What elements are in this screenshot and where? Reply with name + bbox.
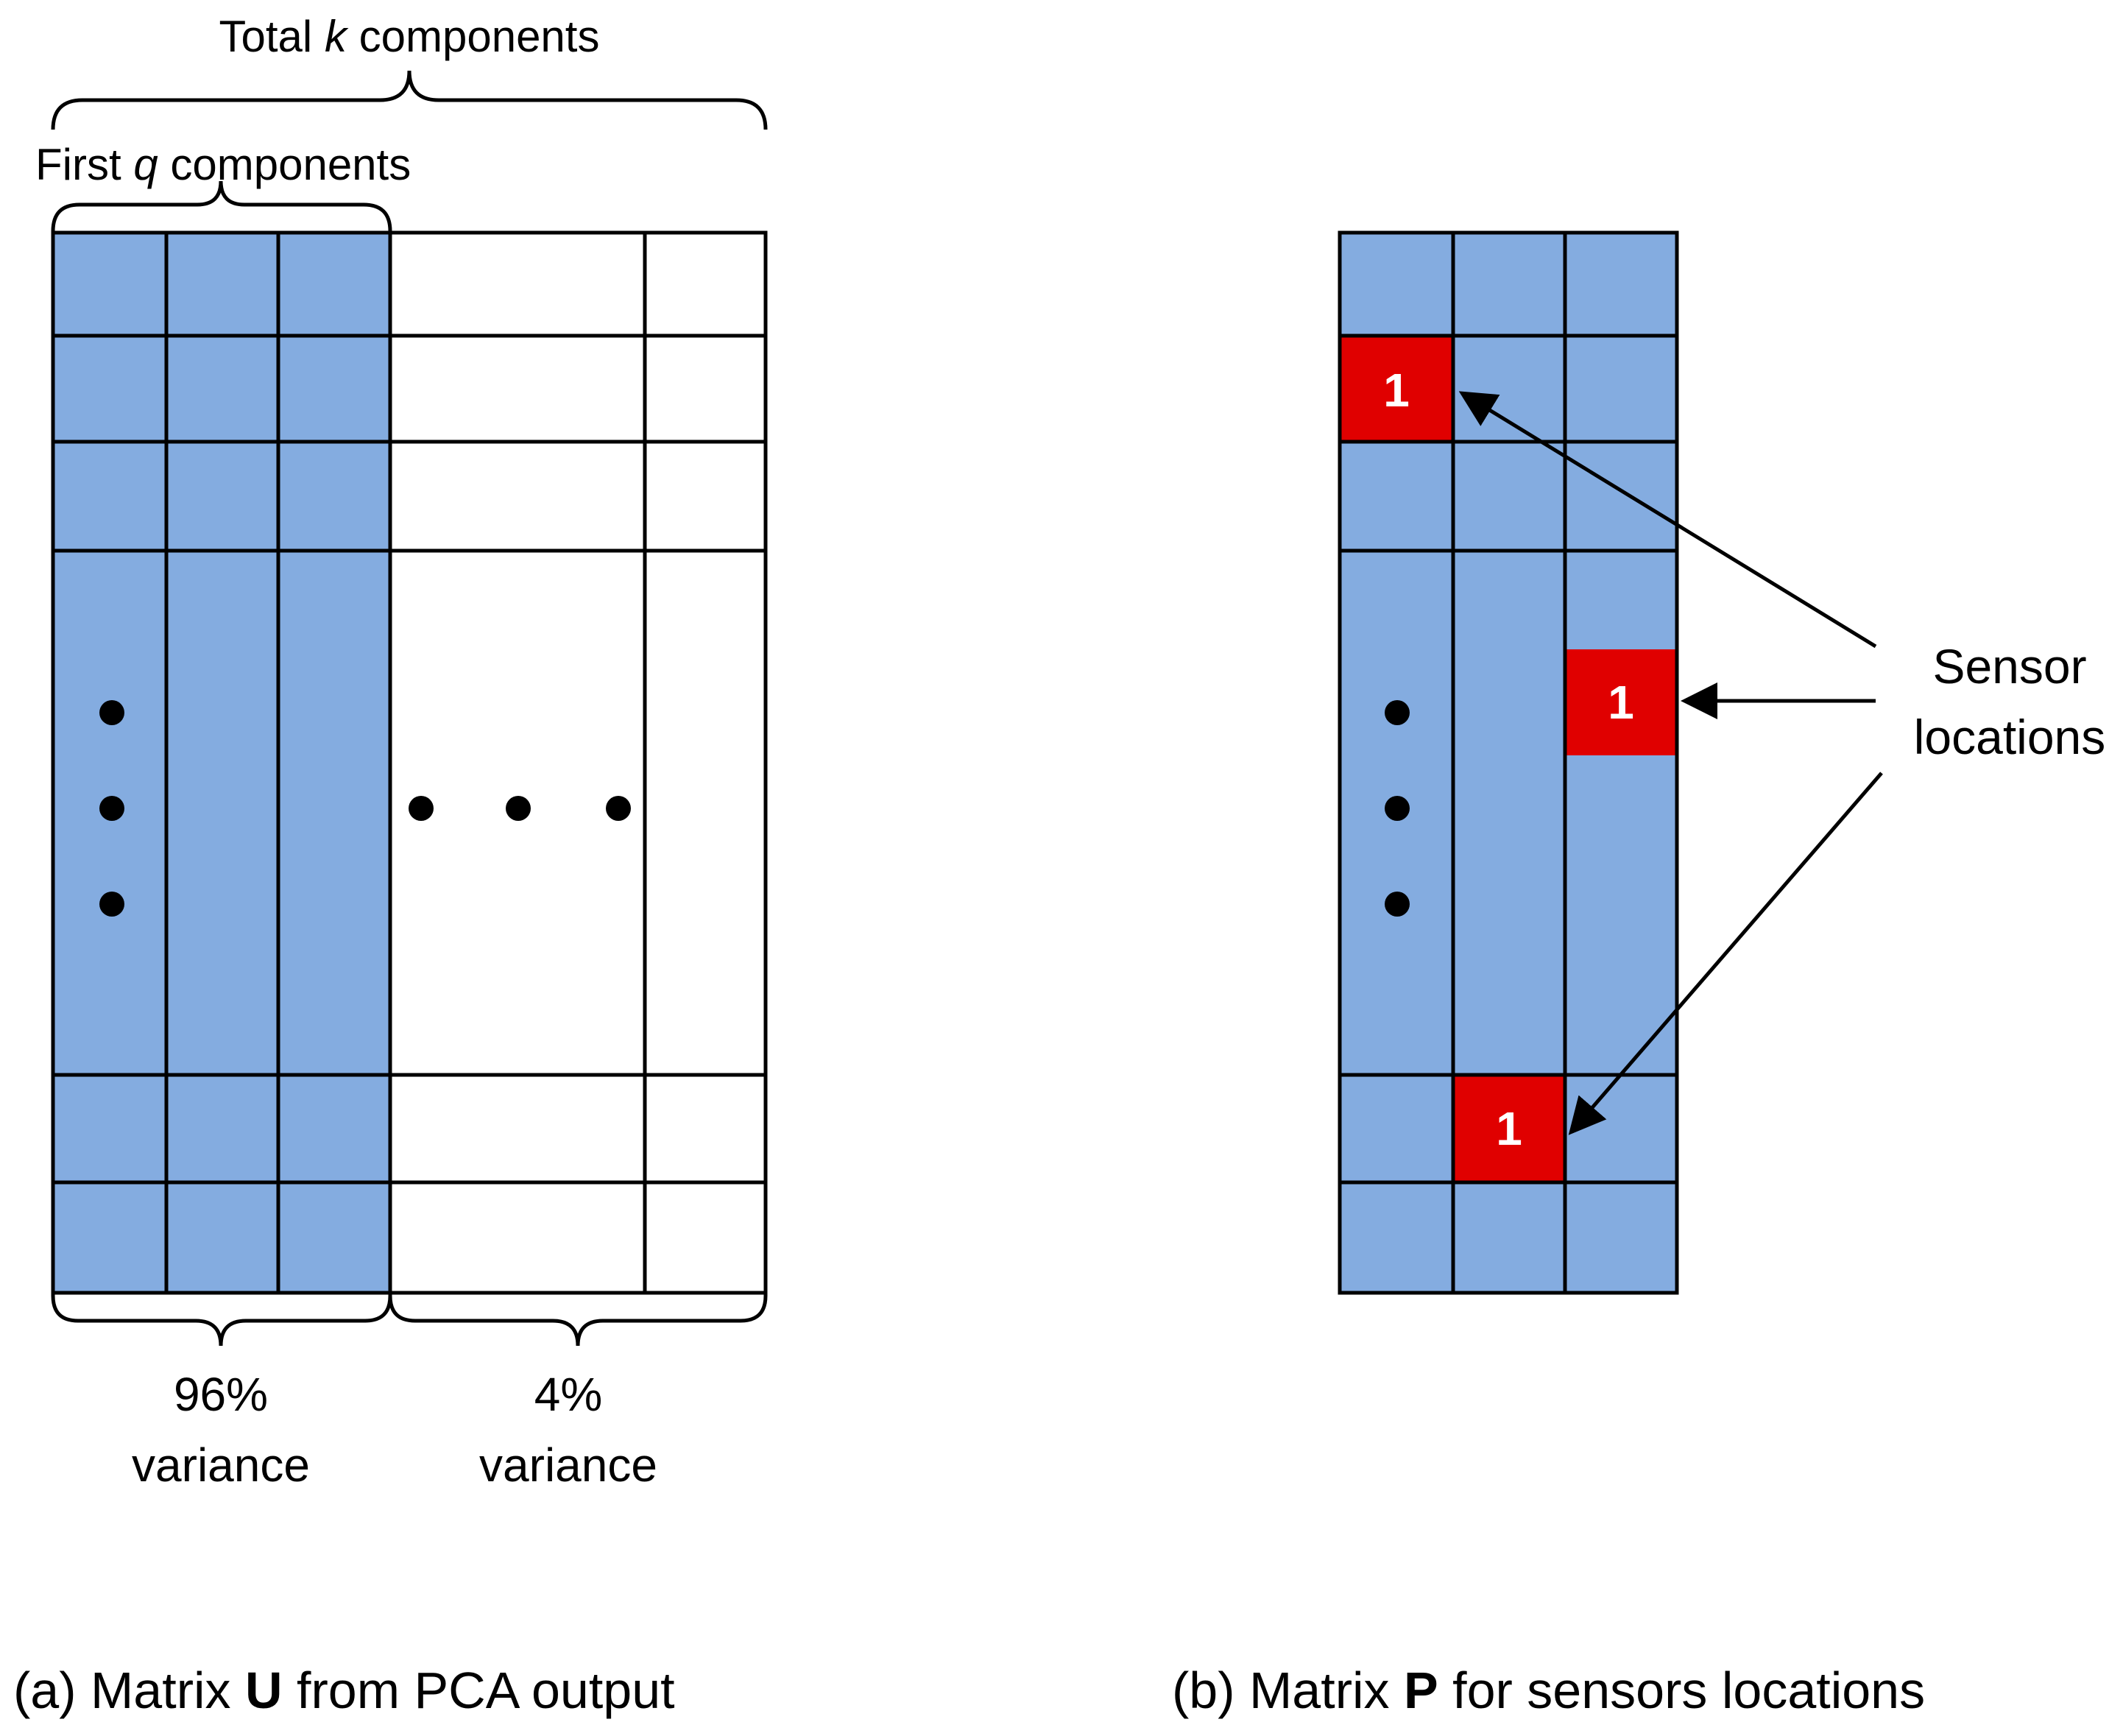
- retained-variance-percent: 96%: [174, 1368, 268, 1421]
- sensor-locations-line2: locations: [1914, 710, 2106, 764]
- sensor-cell-2: [1565, 649, 1677, 755]
- arrow-to-sensor-1: [1458, 391, 1877, 649]
- vertical-ellipsis-p: [1385, 700, 1410, 917]
- first-components-brace: [51, 180, 392, 233]
- retained-variance-brace: [51, 1293, 392, 1347]
- sensor-cell-1: [1340, 336, 1453, 442]
- retained-variance-word: variance: [132, 1439, 310, 1492]
- sensor-locations-line1: Sensor: [1932, 639, 2086, 694]
- sensor-value-3: 1: [1496, 1102, 1522, 1155]
- panel-b-matrix-p: 1 1 1: [1338, 230, 1679, 1295]
- matrix-p-column-lines: [1451, 233, 1567, 1293]
- matrix-u-border: [51, 230, 768, 1295]
- sensor-value-2: 1: [1608, 676, 1634, 729]
- panel-a-matrix-u: [51, 230, 768, 1295]
- discarded-variance-percent: 4%: [534, 1368, 603, 1421]
- discarded-variance-word: variance: [479, 1439, 657, 1492]
- arrow-to-sensor-3: [1568, 772, 1883, 1135]
- sensor-arrows: [1458, 391, 1883, 1135]
- sensor-cell-3: [1453, 1075, 1565, 1182]
- discarded-variance-brace: [388, 1293, 768, 1347]
- sensor-value-1: 1: [1383, 364, 1410, 417]
- total-components-brace: [51, 70, 768, 130]
- total-components-label: Total k components: [219, 12, 600, 61]
- matrix-p-border: [1338, 230, 1679, 1295]
- retained-components-fill: [53, 233, 390, 1293]
- matrix-p-row-lines: [1340, 334, 1677, 1185]
- matrix-u-row-lines: [53, 334, 766, 1185]
- matrix-u-column-lines: [164, 233, 647, 1293]
- caption-a: (a) Matrix U from PCA output: [13, 1662, 675, 1719]
- horizontal-ellipsis: [409, 796, 631, 821]
- vertical-ellipsis: [99, 700, 124, 917]
- first-components-label: First q components: [35, 140, 411, 189]
- discarded-components-fill: [390, 233, 766, 1293]
- caption-b: (b) Matrix P for sensors locations: [1172, 1662, 1925, 1719]
